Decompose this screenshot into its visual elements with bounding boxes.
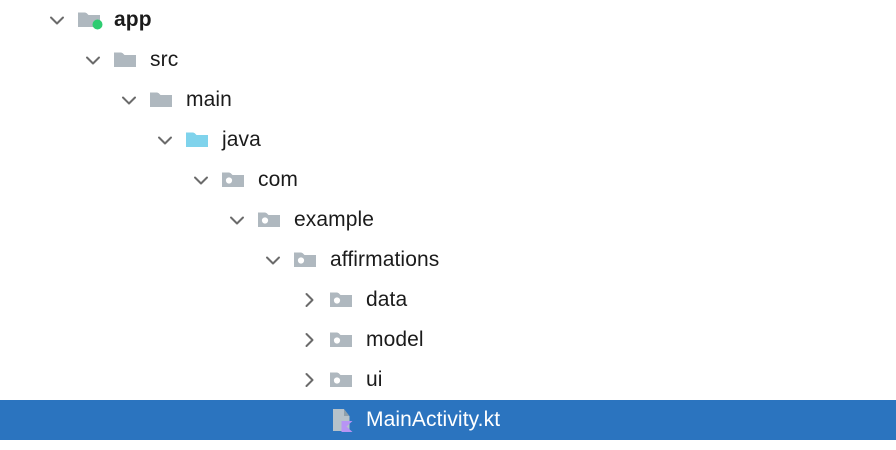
tree-row-main[interactable]: main bbox=[0, 80, 896, 120]
chevron-down-icon[interactable] bbox=[80, 47, 106, 73]
tree-row-label: ui bbox=[366, 368, 383, 391]
tree-row-label: example bbox=[294, 208, 375, 231]
kotlin-file-icon bbox=[328, 405, 358, 435]
chevron-down-icon[interactable] bbox=[44, 7, 70, 33]
tree-indent-spacer bbox=[0, 260, 260, 261]
folder-icon bbox=[148, 85, 178, 115]
chevron-down-icon[interactable] bbox=[260, 247, 286, 273]
tree-row-label: MainActivity.kt bbox=[366, 408, 501, 431]
tree-row-model[interactable]: model bbox=[0, 320, 896, 360]
tree-row-java[interactable]: java bbox=[0, 120, 896, 160]
package-icon bbox=[292, 245, 322, 275]
tree-indent-spacer bbox=[0, 220, 224, 221]
tree-indent-spacer bbox=[0, 60, 80, 61]
tree-row-label: main bbox=[186, 88, 232, 111]
tree-indent-spacer bbox=[0, 340, 296, 341]
folder-icon bbox=[112, 45, 142, 75]
tree-indent-spacer bbox=[0, 380, 296, 381]
tree-indent-spacer bbox=[0, 140, 152, 141]
tree-row-label: model bbox=[366, 328, 424, 351]
tree-indent-spacer bbox=[0, 20, 44, 21]
tree-row-ui[interactable]: ui bbox=[0, 360, 896, 400]
package-icon bbox=[328, 325, 358, 355]
package-icon bbox=[220, 165, 250, 195]
no-twisty-placeholder bbox=[296, 407, 322, 433]
chevron-right-icon[interactable] bbox=[296, 367, 322, 393]
tree-row-label: data bbox=[366, 288, 408, 311]
chevron-right-icon[interactable] bbox=[296, 287, 322, 313]
tree-row-mainactivity-kt[interactable]: MainActivity.kt bbox=[0, 400, 896, 440]
chevron-down-icon[interactable] bbox=[152, 127, 178, 153]
chevron-down-icon[interactable] bbox=[188, 167, 214, 193]
tree-indent-spacer bbox=[0, 420, 296, 421]
tree-indent-spacer bbox=[0, 100, 116, 101]
tree-indent-spacer bbox=[0, 180, 188, 181]
source-folder-icon bbox=[184, 125, 214, 155]
tree-row-affirmations[interactable]: affirmations bbox=[0, 240, 896, 280]
chevron-right-icon[interactable] bbox=[296, 327, 322, 353]
tree-row-com[interactable]: com bbox=[0, 160, 896, 200]
tree-row-label: com bbox=[258, 168, 298, 191]
tree-row-label: affirmations bbox=[330, 248, 440, 271]
tree-row-label: app bbox=[114, 8, 152, 31]
chevron-down-icon[interactable] bbox=[224, 207, 250, 233]
package-icon bbox=[328, 285, 358, 315]
chevron-down-icon[interactable] bbox=[116, 87, 142, 113]
tree-row-label: java bbox=[222, 128, 261, 151]
tree-row-src[interactable]: src bbox=[0, 40, 896, 80]
tree-row-example[interactable]: example bbox=[0, 200, 896, 240]
package-icon bbox=[256, 205, 286, 235]
tree-row-label: src bbox=[150, 48, 179, 71]
package-icon bbox=[328, 365, 358, 395]
tree-indent-spacer bbox=[0, 300, 296, 301]
module-folder-icon bbox=[76, 5, 106, 35]
tree-row-app[interactable]: app bbox=[0, 0, 896, 40]
tree-row-data[interactable]: data bbox=[0, 280, 896, 320]
